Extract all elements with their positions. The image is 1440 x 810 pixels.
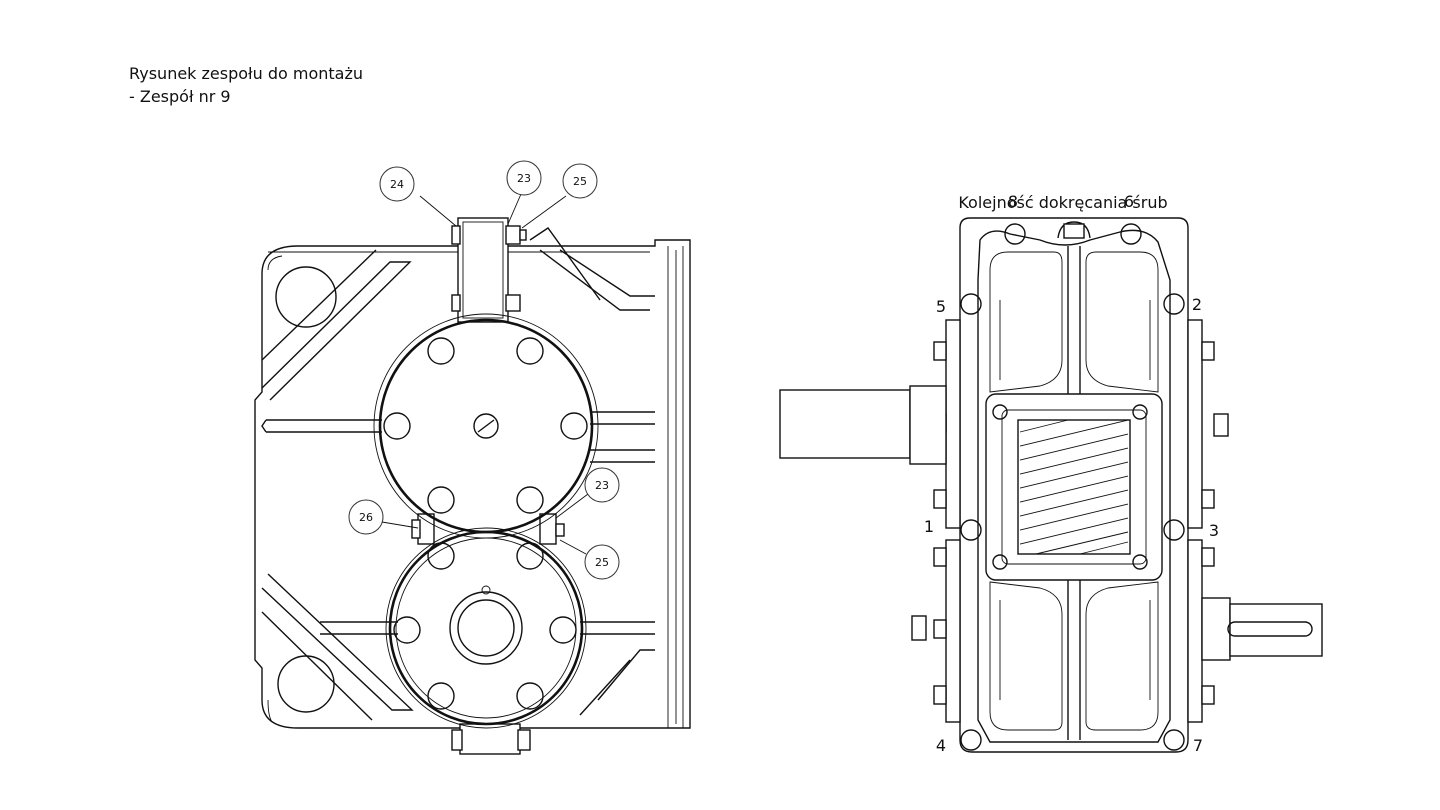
callout-text: 25 [573, 175, 587, 188]
heading-line-1: Rysunek zespołu do montażu [129, 64, 363, 83]
bolt-order-2: 2 [1192, 295, 1202, 314]
bolt-order-3: 3 [1209, 521, 1219, 540]
bolt-order-4: 4 [936, 736, 946, 755]
callout-text: 25 [595, 556, 609, 569]
callout-text: 26 [359, 511, 373, 524]
bolt-order-8: 8 [1008, 192, 1018, 211]
front-view [254, 193, 691, 755]
bolt-order-7: 7 [1193, 736, 1203, 755]
bolt-order-1: 1 [924, 517, 934, 536]
side-view-title: Kolejność dokręcania śrub [958, 193, 1167, 212]
bolt-order-5: 5 [936, 297, 946, 316]
callout-25-top: 25 [562, 163, 598, 199]
callout-25-middle: 25 [584, 544, 620, 580]
callout-text: 24 [390, 178, 404, 191]
callout-text: 23 [595, 479, 609, 492]
callout-26: 26 [348, 499, 384, 535]
callout-text: 23 [517, 172, 531, 185]
callout-24: 24 [379, 166, 415, 202]
callout-23-top: 23 [506, 160, 542, 196]
callout-23-middle: 23 [584, 467, 620, 503]
bolt-order-6: 6 [1124, 192, 1134, 211]
drawing-heading: Rysunek zespołu do montażu - Zespół nr 9 [129, 62, 363, 108]
heading-line-2: - Zespół nr 9 [129, 87, 231, 106]
side-view [779, 217, 1323, 753]
